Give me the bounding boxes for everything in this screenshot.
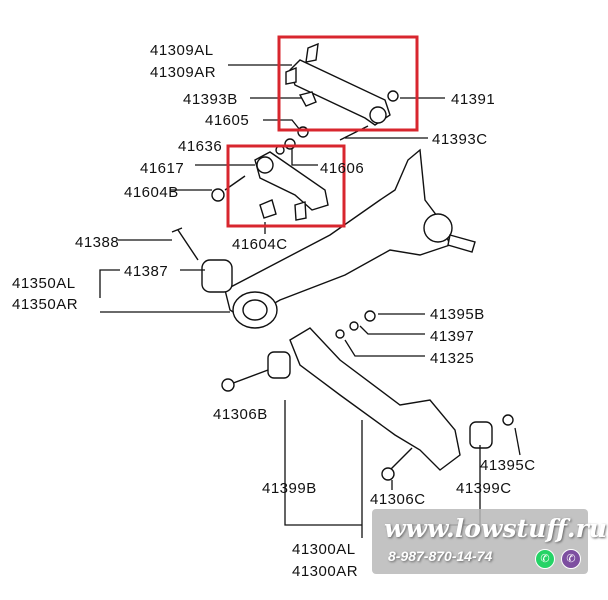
label-41617: 41617 [140, 160, 184, 177]
trailing-arm-41350 [171, 148, 476, 329]
watermark-phone: 8-987-870-14-74 [388, 548, 493, 564]
label-41388: 41388 [75, 234, 119, 251]
label-41306C: 41306C [370, 491, 426, 508]
label-41397: 41397 [430, 328, 474, 345]
label-41395B: 41395B [430, 306, 485, 323]
label-41391: 41391 [451, 91, 495, 108]
label-41325: 41325 [430, 350, 474, 367]
label-41604C: 41604C [232, 236, 288, 253]
label-41350AL: 41350AL [12, 275, 76, 292]
whatsapp-icon: ✆ [535, 549, 555, 569]
label-41393B: 41393B [183, 91, 238, 108]
label-41387: 41387 [124, 263, 168, 280]
label-41300AL: 41300AL [292, 541, 356, 558]
highlight-box-upper-arm [277, 35, 419, 132]
label-41604B: 41604B [124, 184, 179, 201]
label-41606: 41606 [320, 160, 364, 177]
viber-icon: ✆ [561, 549, 581, 569]
label-41399C: 41399C [456, 480, 512, 497]
label-41605: 41605 [205, 112, 249, 129]
label-41300AR: 41300AR [292, 563, 358, 580]
lower-link-41617 [211, 151, 329, 221]
label-41309AL: 41309AL [150, 42, 214, 59]
lower-arm-41300 [221, 310, 514, 481]
highlight-box-lower-link [226, 144, 346, 228]
label-41309AR: 41309AR [150, 64, 216, 81]
label-41399B: 41399B [262, 480, 317, 497]
label-41350AR: 41350AR [12, 296, 78, 313]
watermark: www.lowstuff.ru 8-987-870-14-74 ✆ ✆ [372, 509, 607, 574]
upper-arm-41309 [275, 42, 399, 155]
label-41395C: 41395C [480, 457, 536, 474]
label-41636: 41636 [178, 138, 222, 155]
watermark-url: www.lowstuff.ru [384, 514, 607, 543]
label-41306B: 41306B [213, 406, 268, 423]
label-41393C: 41393C [432, 131, 488, 148]
